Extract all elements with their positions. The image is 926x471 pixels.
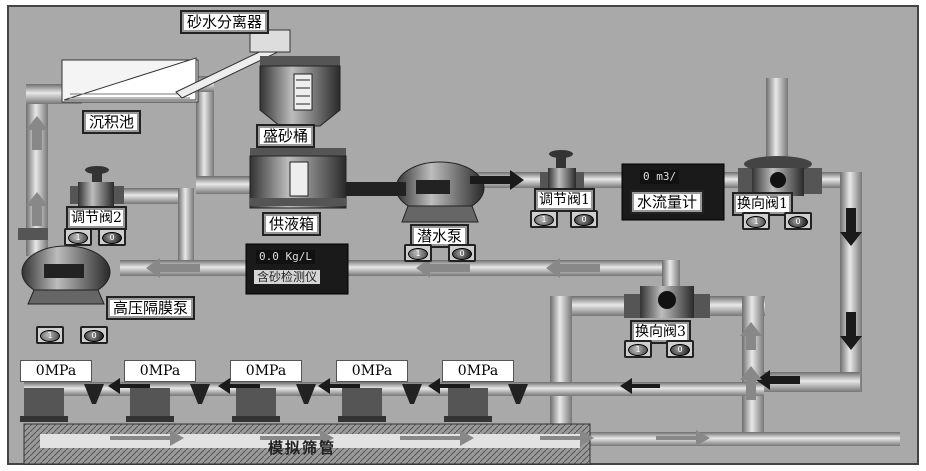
flowmeter-display: 0 m3/ <box>640 170 679 184</box>
separator-label: 砂水分离器 <box>180 10 269 34</box>
reversing-valve-3-open-button[interactable]: 1 <box>624 340 652 358</box>
reversing-valve-1-open-button[interactable]: 1 <box>742 212 770 230</box>
screen-pipe-label: 模拟筛管 <box>268 437 336 458</box>
supply-tank-label: 供液箱 <box>262 212 321 236</box>
settling-tank <box>62 58 198 102</box>
pressure-gauge-3: 0MPa <box>230 360 302 382</box>
submersible-pump-start-button[interactable]: 1 <box>404 244 432 262</box>
valve-2-close-button[interactable]: 0 <box>98 228 126 246</box>
pressure-gauge-4: 0MPa <box>336 360 408 382</box>
settling-tank-label: 沉积池 <box>82 110 141 134</box>
pressure-gauge-2: 0MPa <box>124 360 196 382</box>
valve-1-label: 调节阀1 <box>534 188 595 212</box>
sand-bucket-label: 盛砂桶 <box>256 124 315 148</box>
supply-tank <box>250 148 346 208</box>
sand-bucket <box>260 56 340 126</box>
flowmeter-label: 水流量计 <box>630 190 704 214</box>
diaphragm-pump-start-button[interactable]: 1 <box>36 326 64 344</box>
diaphragm-pump-stop-button[interactable]: 0 <box>80 326 108 344</box>
valve-1-close-button[interactable]: 0 <box>570 210 598 228</box>
reversing-valve-1-icon <box>738 156 822 196</box>
valve-1-open-button[interactable]: 1 <box>530 210 558 228</box>
sand-meter-label: 含砂检测仪 <box>254 270 320 284</box>
reversing-valve-3-close-button[interactable]: 0 <box>666 340 694 358</box>
pressure-gauge-1: 0MPa <box>20 360 92 382</box>
submersible-pump-stop-button[interactable]: 0 <box>448 244 476 262</box>
reversing-valve-1-close-button[interactable]: 0 <box>784 212 812 230</box>
valve-2-open-button[interactable]: 1 <box>64 228 92 246</box>
sand-meter-display: 0.0 Kg/L <box>256 250 315 264</box>
pressure-gauge-5: 0MPa <box>442 360 514 382</box>
diaphragm-pump-label: 高压隔膜泵 <box>106 296 195 320</box>
valve-2-label: 调节阀2 <box>66 206 127 230</box>
